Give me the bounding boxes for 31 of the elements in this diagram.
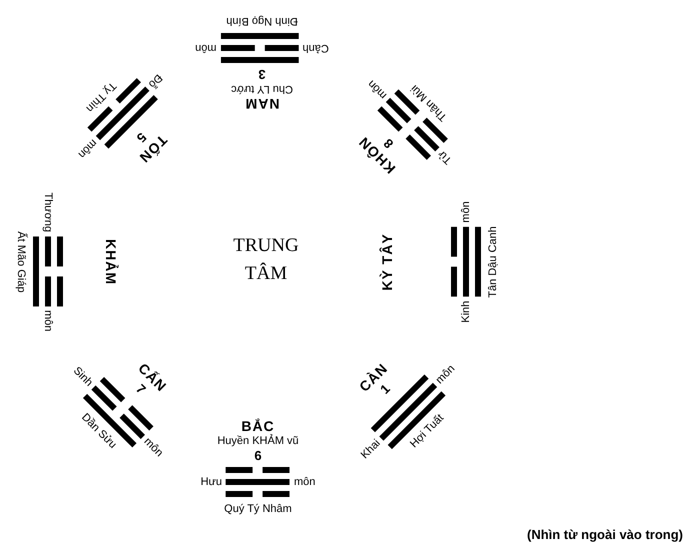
gate-label: Cảnh	[302, 42, 329, 54]
gate-label: Kinh	[460, 300, 472, 323]
gate-label: môn	[75, 136, 100, 161]
gate-label: Tử	[436, 148, 455, 167]
direction-name: NAM	[244, 96, 280, 112]
stem-branch-label: Tỵ Thìn	[84, 80, 118, 114]
palace-number: 3	[258, 67, 266, 82]
deity-label: Chu LY tước	[231, 82, 293, 95]
direction-name: KỲ TÂY	[380, 233, 395, 291]
caption: (Nhìn từ ngoài vào trong)	[526, 527, 683, 542]
gate-label: Hưu	[200, 476, 222, 488]
stem-branch-label: Dần Sửu	[79, 411, 119, 451]
center-label: TRUNG TÂM	[232, 234, 300, 286]
stem-branch-label: Hợi Tuất	[408, 412, 446, 450]
gate-label: môn	[365, 77, 390, 102]
gate-label: môn	[460, 201, 472, 223]
stem-branch-label: Ất Mão Giáp	[15, 231, 27, 293]
gate-label: Đỗ	[146, 71, 165, 90]
gate-label: Thương	[42, 192, 54, 232]
gate-label: môn	[141, 435, 166, 460]
gate-label: môn	[433, 362, 458, 387]
direction-name: BẮC	[241, 418, 275, 434]
direction-name: KHẢM	[103, 239, 118, 285]
deity-label: Huyền KHẢM vũ	[217, 435, 299, 448]
palace-number: 6	[254, 448, 262, 463]
gate-label: môn	[294, 476, 316, 488]
stem-branch-label: Tân Dậu Canh	[487, 226, 499, 298]
stem-branch-label: Đinh Ngọ Bính	[226, 15, 298, 27]
stem-branch-label: Quý Tý Nhâm	[224, 503, 292, 515]
gate-label: môn	[195, 42, 217, 54]
gate-label: môn	[42, 310, 54, 332]
